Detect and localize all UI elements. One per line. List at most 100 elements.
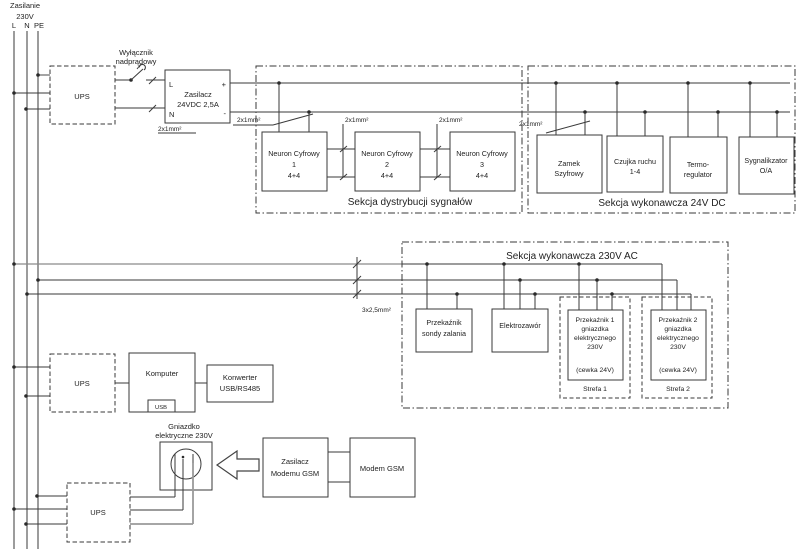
neuron-2-name: Neuron Cyfrowy: [361, 149, 413, 158]
gsm-psu-label: Modemu GSM: [271, 469, 319, 478]
cable-label-2x1: 2x1mm²: [439, 117, 463, 124]
device-zamek-szyfrowy: Zamek Szyfrowy: [536, 81, 603, 194]
neuron-2-number: 2: [385, 160, 389, 169]
device-elektrozawor: Elektrozawór: [491, 262, 549, 353]
socket-230v: Gniazdko elektryczne 230V: [130, 422, 213, 525]
psu-rating: 24VDC 2,5A: [177, 100, 219, 109]
gsm-modem: Modem GSM: [349, 437, 416, 498]
rail-n-label: N: [24, 21, 29, 30]
neuron-link-1-2: 2x1mm²: [327, 117, 369, 181]
termoregulator-box: [669, 136, 728, 194]
signal-section-box: [255, 65, 523, 214]
neuron-1-io: 4+4: [288, 171, 300, 180]
zone-2-outline: [641, 296, 713, 399]
ups-top-label: UPS: [74, 92, 89, 101]
dc24-section-box: [527, 65, 796, 214]
circuit-breaker: Wyłącznik nadprądowy: [115, 48, 165, 113]
ac230-section-title: Sekcja wykonawcza 230V AC: [506, 251, 638, 262]
zone-2-relay-box: [650, 309, 707, 381]
zamek-label: Zamek: [558, 159, 580, 168]
ac230-section-box: [401, 241, 729, 409]
psu-24vdc-box: [164, 69, 231, 124]
ups-mid-label: UPS: [74, 379, 89, 388]
breaker-blade: [130, 68, 144, 81]
flood-relay-box: [415, 308, 473, 353]
czujka-label: Czujka ruchu: [614, 157, 656, 166]
rail-pe-label: PE: [34, 21, 44, 30]
device-czujka-ruchu: Czujka ruchu 1-4: [606, 81, 664, 193]
czujka-label: 1-4: [630, 167, 640, 176]
zone-1-relay-box: [567, 309, 624, 381]
neuron-2-io: 4+4: [381, 171, 393, 180]
zamek-label: Szyfrowy: [554, 169, 584, 178]
neuron-1-name: Neuron Cyfrowy: [268, 149, 320, 158]
mains-rails: Zasilanie 230V L N PE: [10, 1, 44, 549]
zone-1-name: Strefa 1: [583, 386, 607, 393]
neuron-3-box: [449, 131, 516, 192]
converter-label: USB/RS485: [220, 384, 260, 393]
sygnalizator-label: Sygnalikzator: [744, 156, 788, 165]
zone-1-relay-label: elektrycznego: [574, 335, 616, 342]
flood-relay-label: Przekaźnik: [426, 318, 462, 327]
zone-relay-1: Przekaźnik 1 gniazdka elektrycznego 230V…: [559, 262, 631, 399]
gsm-psu: Zasilacz Modemu GSM: [262, 437, 350, 498]
usb-port-box: [147, 399, 176, 413]
usb-rs485-converter: Konwerter USB/RS485: [206, 364, 274, 403]
flood-relay-label: sondy zalania: [422, 329, 466, 338]
socket-box: [159, 441, 213, 491]
dc-bus: [230, 82, 790, 113]
elektrozawor-label: Elektrozawór: [499, 321, 541, 330]
breaker-label: nadprądowy: [116, 57, 157, 66]
gsm-modem-label: Modem GSM: [360, 464, 404, 473]
supply-voltage: 230V: [16, 12, 34, 21]
psu-terminal-plus: +: [222, 80, 227, 89]
neuron-3-io: 4+4: [476, 171, 488, 180]
converter-box: [206, 364, 274, 403]
neuron-2-box: [354, 131, 421, 192]
converter-label: Konwerter: [223, 373, 258, 382]
psu-24vdc: L + Zasilacz 24VDC 2,5A N - 2x1mm²: [158, 69, 231, 134]
neuron-link-2-3: 2x1mm²: [420, 117, 463, 181]
termoregulator-label: regulator: [684, 170, 713, 179]
zone-2-name: Strefa 2: [666, 386, 690, 393]
ac230-actuator-section: 3x2,5mm² Sekcja wykonawcza 230V AC Przek…: [12, 241, 729, 409]
ups-bottom: UPS: [12, 482, 131, 543]
computer-box: [128, 352, 196, 413]
device-flood-relay: Przekaźnik sondy zalania: [415, 262, 473, 353]
usb-port-label: USB: [155, 405, 167, 411]
ups-mid: UPS: [12, 353, 129, 413]
zone-1-coil-label: (cewka 24V): [576, 367, 614, 374]
elektrozawor-box: [491, 308, 549, 353]
neuron-1: Neuron Cyfrowy 1 4+4 2x1mm²: [233, 81, 328, 192]
supply-title: Zasilanie: [10, 1, 40, 10]
czujka-box: [606, 135, 664, 193]
zone-1-relay-label: 230V: [587, 344, 603, 351]
plug-arrow-icon: [215, 449, 260, 481]
neuron-1-box: [261, 131, 328, 192]
cable-label-2x1: 2x1mm²: [237, 117, 261, 124]
psu-terminal-l: L: [169, 80, 173, 89]
cable-label-3x25: 3x2,5mm²: [362, 307, 392, 314]
signal-section-title: Sekcja dystrybucji sygnałów: [348, 197, 473, 208]
neuron-3-name: Neuron Cyfrowy: [456, 149, 508, 158]
ups-bottom-box: [66, 482, 131, 543]
psu-terminal-minus: -: [224, 109, 227, 118]
zone-relay-2: Przekaźnik 2 gniazdka elektrycznego 230V…: [641, 296, 713, 399]
ups-top: UPS: [12, 65, 116, 125]
zone-2-relay-label: 230V: [670, 344, 686, 351]
cable-label-2x1: 2x1mm²: [519, 121, 543, 128]
psu-terminal-n: N: [169, 110, 174, 119]
zone-2-relay-label: Przekaźnik 2: [659, 317, 698, 324]
zone-2-relay-label: gniazdka: [664, 326, 691, 333]
socket-outlet-icon: [170, 448, 202, 480]
gsm-modem-box: [349, 437, 416, 498]
zone-1-relay-label: gniazdka: [581, 326, 608, 333]
sygnalizator-label: O/A: [760, 166, 773, 175]
signal-distribution-section: Sekcja dystrybucji sygnałów Neuron Cyfro…: [233, 65, 523, 214]
zone-2-relay-label: elektrycznego: [657, 335, 699, 342]
breaker-label: Wyłącznik: [119, 48, 153, 57]
zone-1-relay-label: Przekaźnik 1: [576, 317, 615, 324]
neuron-3-number: 3: [480, 160, 484, 169]
